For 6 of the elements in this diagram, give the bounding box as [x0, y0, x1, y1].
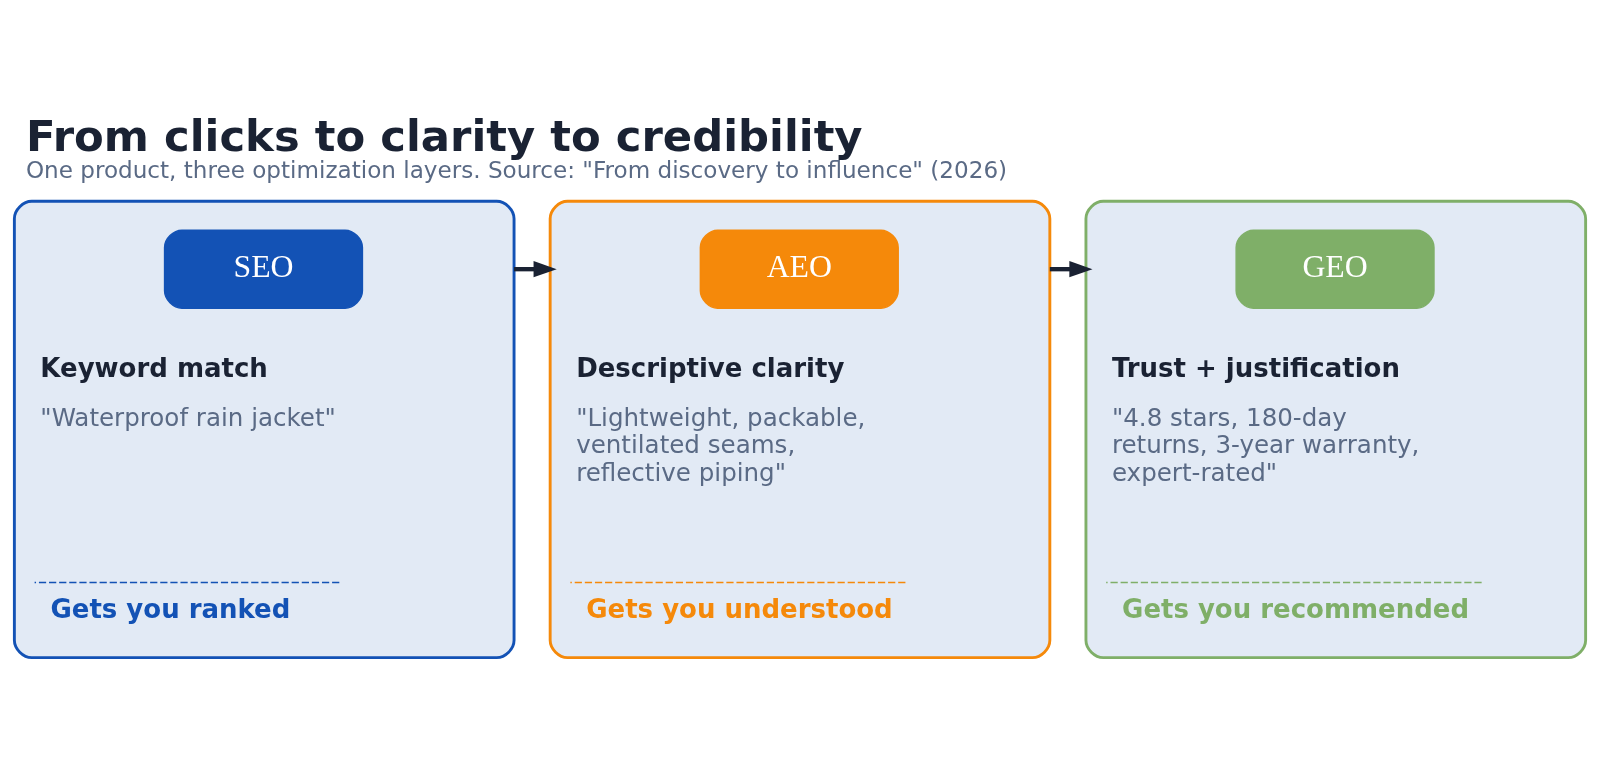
arrow — [1049, 260, 1093, 277]
node-box: AEO — [699, 229, 899, 309]
diagram-title: From clicks to clarity to credibility — [25, 110, 863, 161]
node-box: GEO — [1235, 229, 1435, 309]
arrow — [514, 260, 557, 277]
node-box: SEO — [163, 229, 364, 309]
